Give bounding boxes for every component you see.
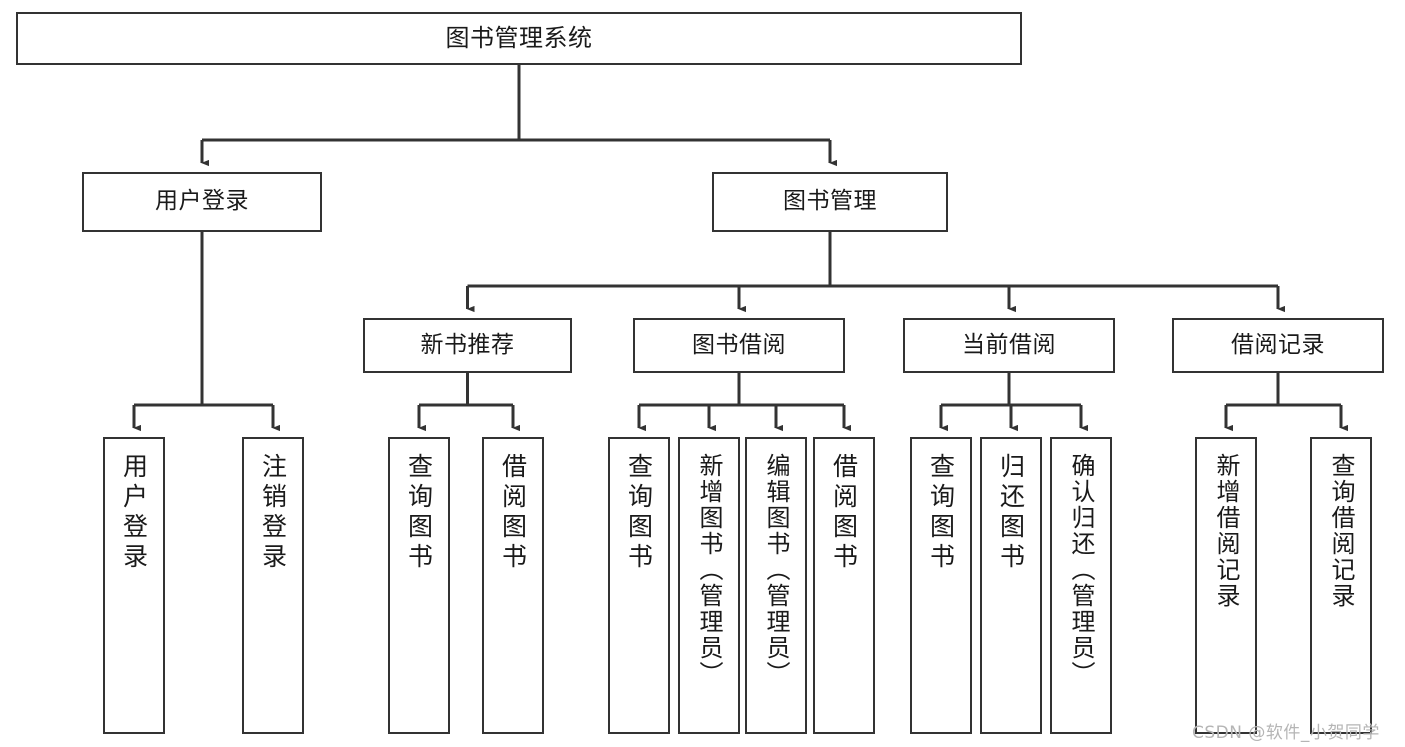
node-leaf-add-record[interactable]: 新增借阅记录 [1195, 437, 1257, 734]
node-leaf-return-book-label: 归还图书 [996, 453, 1026, 573]
node-new-book-recommend-label: 新书推荐 [420, 331, 515, 358]
node-leaf-confirm-return[interactable]: 确认归还（管理员） [1050, 437, 1112, 734]
node-leaf-edit-book[interactable]: 编辑图书（管理员） [745, 437, 807, 734]
node-leaf-add-book-label: 新增图书（管理员） [695, 453, 723, 687]
node-leaf-logout-label: 注销登录 [258, 453, 288, 573]
node-leaf-add-book[interactable]: 新增图书（管理员） [678, 437, 740, 734]
node-book-borrow-label: 图书借阅 [692, 331, 786, 358]
node-leaf-add-record-label: 新增借阅记录 [1212, 453, 1240, 609]
node-leaf-return-book[interactable]: 归还图书 [980, 437, 1042, 734]
node-leaf-query-book-3[interactable]: 查询图书 [910, 437, 972, 734]
node-root[interactable]: 图书管理系统 [16, 12, 1022, 65]
node-book-manage-label: 图书管理 [783, 188, 877, 215]
node-user-login-label: 用户登录 [155, 188, 249, 215]
node-leaf-user-login-label: 用户登录 [119, 453, 149, 573]
node-leaf-query-record-label: 查询借阅记录 [1327, 453, 1355, 609]
node-book-borrow[interactable]: 图书借阅 [633, 318, 845, 373]
node-leaf-borrow-book-1-label: 借阅图书 [498, 453, 528, 573]
node-new-book-recommend[interactable]: 新书推荐 [363, 318, 572, 373]
node-leaf-query-book-1[interactable]: 查询图书 [388, 437, 450, 734]
node-root-label: 图书管理系统 [445, 24, 593, 53]
node-leaf-query-book-2-label: 查询图书 [624, 453, 654, 573]
node-leaf-borrow-book-1[interactable]: 借阅图书 [482, 437, 544, 734]
node-leaf-borrow-book-2-label: 借阅图书 [829, 453, 859, 573]
node-borrow-record-label: 借阅记录 [1231, 331, 1325, 358]
node-leaf-query-book-3-label: 查询图书 [926, 453, 956, 573]
node-borrow-record[interactable]: 借阅记录 [1172, 318, 1384, 373]
node-leaf-borrow-book-2[interactable]: 借阅图书 [813, 437, 875, 734]
node-leaf-logout[interactable]: 注销登录 [242, 437, 304, 734]
node-book-manage[interactable]: 图书管理 [712, 172, 948, 232]
node-leaf-confirm-return-label: 确认归还（管理员） [1067, 453, 1095, 687]
node-user-login[interactable]: 用户登录 [82, 172, 322, 232]
node-leaf-query-record[interactable]: 查询借阅记录 [1310, 437, 1372, 734]
watermark: CSDN @软件_小贺同学 [1192, 723, 1380, 743]
node-leaf-query-book-1-label: 查询图书 [404, 453, 434, 573]
node-current-borrow[interactable]: 当前借阅 [903, 318, 1115, 373]
node-leaf-query-book-2[interactable]: 查询图书 [608, 437, 670, 734]
node-current-borrow-label: 当前借阅 [962, 331, 1056, 358]
node-leaf-user-login[interactable]: 用户登录 [103, 437, 165, 734]
node-leaf-edit-book-label: 编辑图书（管理员） [762, 453, 790, 687]
